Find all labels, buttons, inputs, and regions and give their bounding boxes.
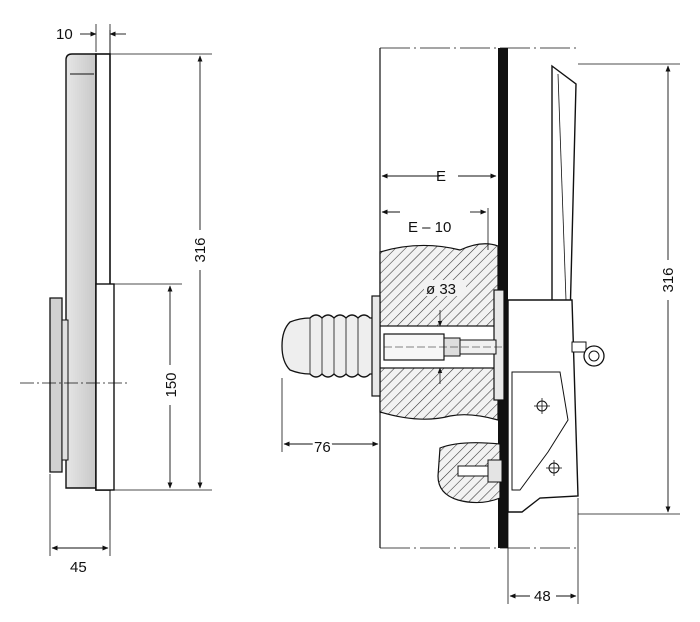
lock-housing-side [49, 297, 63, 473]
dim-label-76: 76 [314, 439, 331, 456]
dim-label-150: 150 [163, 372, 180, 397]
rubber-boot [281, 314, 375, 378]
dim-label-bore-diameter: ø 33 [426, 281, 456, 298]
dim-label-48: 48 [534, 588, 551, 605]
key-icon [571, 341, 605, 367]
dim-label-10: 10 [56, 26, 73, 43]
dim-label-E-minus-10: E – 10 [408, 219, 451, 236]
dim-label-316-right: 316 [660, 267, 677, 292]
dim-label-316-left: 316 [192, 237, 209, 262]
right-section-view: E E – 10 ø 33 76 316 48 [281, 47, 680, 605]
pivot-mark-upper [534, 398, 550, 414]
left-side-view: 10 316 150 45 [20, 24, 212, 576]
lower-housing-side [95, 283, 115, 491]
dim-label-45: 45 [70, 559, 87, 576]
pivot-mark-lower [546, 460, 562, 476]
dim-label-E: E [436, 168, 446, 185]
handle-body-side [65, 53, 97, 489]
handle-lever [511, 64, 577, 331]
